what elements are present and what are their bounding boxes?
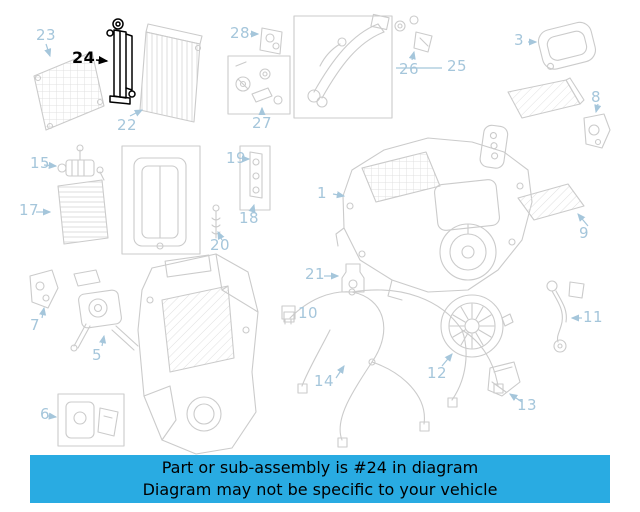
part-label-21: 21 (305, 265, 326, 283)
part-22-evaporator (139, 23, 203, 123)
part-heater-core (507, 77, 585, 119)
part-label-18: 18 (239, 209, 260, 227)
part-label-23: 23 (36, 26, 57, 44)
part-label-28: 28 (230, 24, 251, 42)
part-label-17: 17 (19, 201, 40, 219)
part-23-condenser (33, 51, 105, 131)
part-label-24-highlighted: 24 (72, 48, 96, 67)
part-24-highlighted (106, 18, 136, 105)
part-6-actuator-box (57, 393, 125, 447)
part-27-group-box (227, 55, 291, 115)
banner-line-1: Part or sub-assembly is #24 in diagram (161, 458, 479, 478)
part-25-ac-lines-box (293, 13, 393, 119)
part-gasket-strip (479, 124, 509, 169)
part-label-6: 6 (40, 405, 51, 423)
part-15-valve (57, 144, 95, 177)
part-label-15: 15 (30, 154, 51, 172)
info-banner: Part or sub-assembly is #24 in diagram D… (30, 455, 610, 503)
part-9-cabin-filter (517, 183, 585, 221)
part-12-blower-motor (440, 294, 514, 358)
part-28-valve (259, 27, 283, 55)
part-8-bracket (583, 113, 611, 149)
part-label-11: 11 (583, 308, 604, 326)
part-13-duct (487, 361, 521, 397)
part-label-1: 1 (317, 184, 328, 202)
part-21-grommet (341, 263, 365, 293)
part-7-bracket (29, 269, 59, 309)
part-label-10: 10 (298, 304, 319, 322)
part-label-13: 13 (517, 396, 538, 414)
part-lower-case (137, 253, 259, 455)
part-label-8: 8 (591, 88, 602, 106)
part-17-core (57, 166, 109, 245)
part-blend-door-box (121, 145, 201, 255)
part-label-19: 19 (226, 149, 247, 167)
part-label-3: 3 (514, 31, 525, 49)
part-label-7: 7 (30, 316, 41, 334)
part-label-5: 5 (92, 346, 103, 364)
part-10-connector (281, 305, 296, 325)
part-5-actuator (70, 269, 139, 352)
part-label-14: 14 (314, 372, 335, 390)
part-label-12: 12 (427, 364, 448, 382)
part-label-25: 25 (447, 57, 468, 75)
part-3-gasket (537, 21, 597, 70)
part-1-hvac-housing (335, 137, 533, 301)
part-label-22: 22 (117, 116, 138, 134)
part-14-wiring-harness (283, 288, 504, 448)
part-label-9: 9 (579, 224, 590, 242)
banner-line-2: Diagram may not be specific to your vehi… (142, 480, 498, 499)
part-label-26: 26 (399, 60, 420, 78)
part-label-20: 20 (210, 236, 231, 254)
part-26-fittings (394, 15, 433, 53)
part-label-27: 27 (252, 114, 273, 132)
part-11-link-rod (546, 280, 585, 353)
